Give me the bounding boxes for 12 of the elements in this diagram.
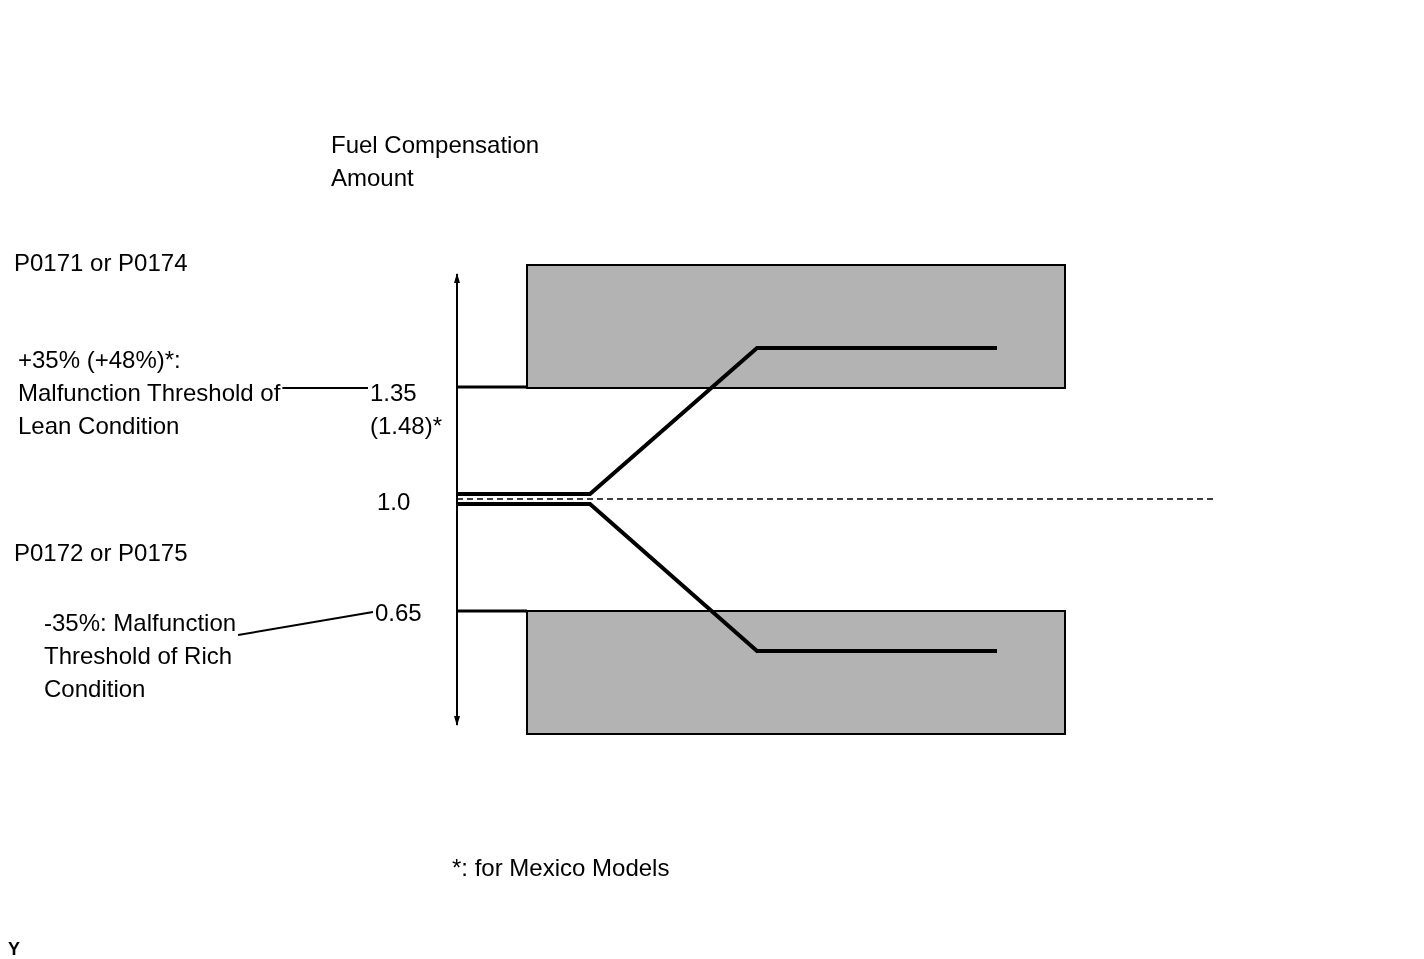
annotation-text: 0.65 xyxy=(375,596,445,629)
axis-title: Fuel Compensation Amount xyxy=(331,130,541,193)
annotation-text: -35%: Malfunction Threshold of Rich Condition xyxy=(44,606,276,705)
footnote: *: for Mexico Models xyxy=(452,853,671,883)
fault-code-text: P0171 or P0174 xyxy=(14,248,189,278)
axis-value: 1.0 xyxy=(377,487,412,517)
corner-mark: Y xyxy=(8,938,20,959)
annotation-text: +35% (+48%)*: Malfunction Threshold of Lean Condition xyxy=(18,343,303,442)
fault-code-text: P0172 or P0175 xyxy=(14,538,189,568)
leader-line xyxy=(237,611,374,636)
annotation-text: 1.35 (1.48)* xyxy=(370,376,458,442)
leader-line xyxy=(281,387,369,389)
